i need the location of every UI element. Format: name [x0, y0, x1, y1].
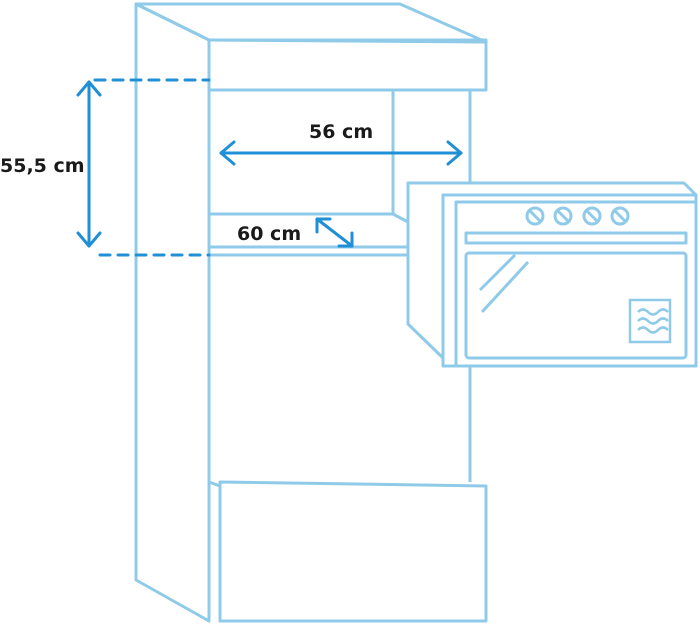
oven-handle-bar — [464, 231, 688, 245]
height-label: 55,5 cm — [0, 155, 85, 177]
depth-arrow — [315, 217, 354, 248]
oven-door-window — [464, 251, 688, 360]
window-glare — [480, 260, 530, 314]
steam-window-icon — [628, 298, 672, 344]
tall-cabinet — [134, 2, 488, 623]
cabinet-top — [134, 2, 488, 44]
built-in-oven — [406, 181, 698, 368]
width-arrow — [219, 140, 463, 166]
cabinet-bottom-drawer — [218, 480, 488, 623]
oven-knob-icon — [610, 206, 630, 226]
oven-knob-icon — [553, 206, 573, 226]
dimension-lines — [76, 78, 463, 257]
height-arrow — [76, 80, 102, 248]
cabinet-top-panel — [207, 38, 488, 92]
oven-knob-icon — [582, 206, 602, 226]
oven-knobs — [525, 206, 630, 226]
window-glare — [478, 253, 517, 292]
cabinet-side-panel — [134, 2, 211, 623]
oven-front-panel — [454, 200, 698, 368]
width-label: 56 cm — [309, 121, 373, 143]
oven-knob-icon — [525, 206, 545, 226]
depth-label: 60 cm — [237, 223, 301, 245]
